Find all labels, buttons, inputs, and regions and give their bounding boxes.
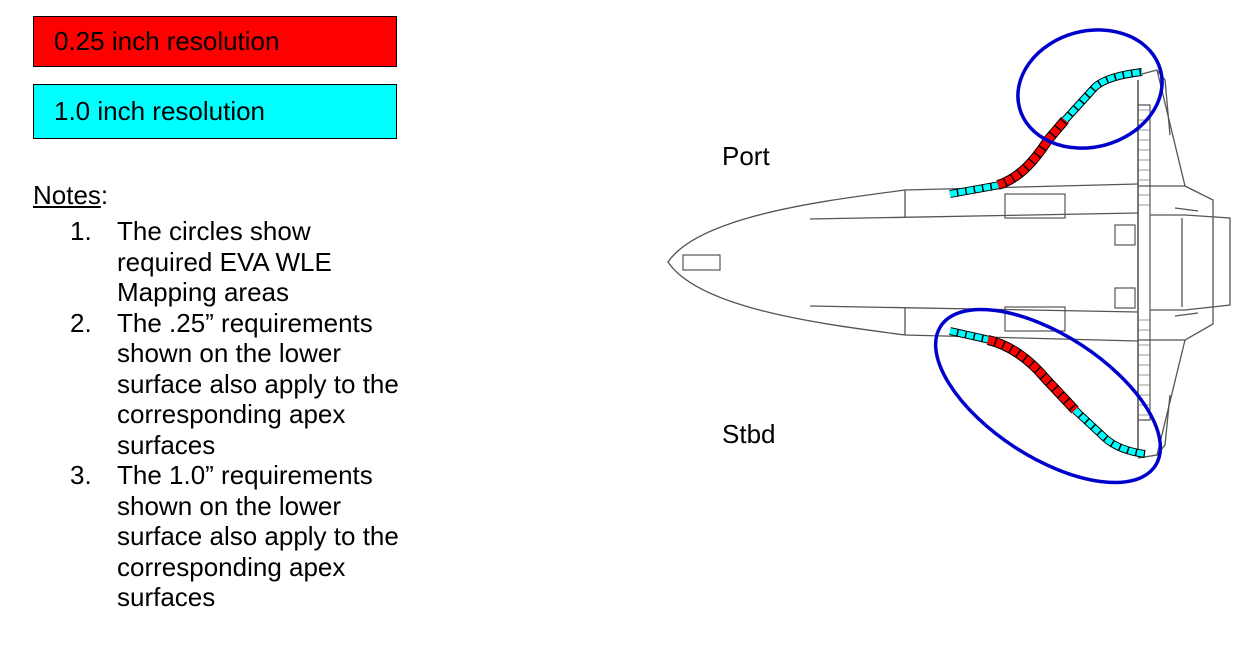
elevon-hatching bbox=[1138, 109, 1150, 416]
note-number: 2. bbox=[70, 307, 92, 338]
notes-list: 1. The circles show required EVA WLE Map… bbox=[70, 216, 400, 613]
port-mapping-circle bbox=[1016, 28, 1164, 150]
port-label: Port bbox=[722, 141, 770, 171]
stbd-wle-red bbox=[986, 335, 1079, 414]
legend-label-025-inch: 0.25 inch resolution bbox=[54, 26, 280, 56]
stbd-label: Stbd bbox=[722, 419, 776, 449]
note-item: 2. The .25” requirements shown on the lo… bbox=[70, 308, 400, 461]
stbd-mapping-circle bbox=[933, 307, 1163, 485]
note-text: The .25” requirements shown on the lower… bbox=[117, 307, 399, 460]
legend-item-1-inch: 1.0 inch resolution bbox=[33, 84, 397, 139]
port-wle-cyan-aft bbox=[949, 181, 1001, 198]
note-item: 1. The circles show required EVA WLE Map… bbox=[70, 216, 400, 308]
notes-heading: Notes: bbox=[33, 180, 108, 211]
notes-heading-colon: : bbox=[100, 180, 109, 210]
stbd-wle-cyan-fwd bbox=[949, 327, 991, 344]
note-number: 1. bbox=[70, 216, 92, 246]
legend-label-1-inch: 1.0 inch resolution bbox=[54, 96, 266, 126]
port-label-bg bbox=[695, 92, 835, 182]
stbd-wle-cyan-aft bbox=[1072, 407, 1146, 458]
note-item: 3. The 1.0” requirements shown on the lo… bbox=[70, 460, 400, 613]
notes-heading-text: Notes bbox=[33, 180, 101, 210]
orbiter-details bbox=[682, 104, 1151, 421]
note-text: The 1.0” requirements shown on the lower… bbox=[117, 460, 399, 612]
legend-item-025-inch: 0.25 inch resolution bbox=[33, 16, 397, 67]
note-number: 3. bbox=[70, 460, 92, 490]
stbd-label-bg bbox=[695, 402, 845, 447]
note-text: The circles show required EVA WLE Mappin… bbox=[117, 216, 332, 307]
port-wle-cyan-fwd bbox=[1062, 68, 1143, 123]
